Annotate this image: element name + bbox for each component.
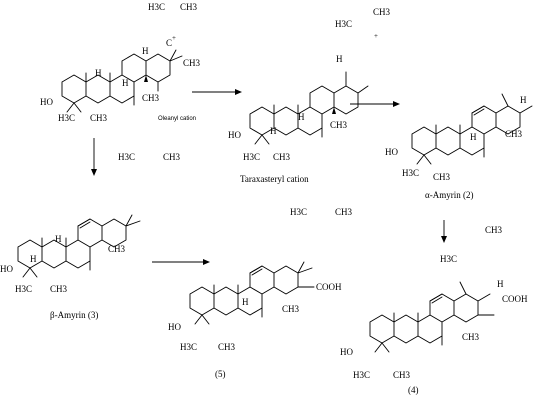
ch3-label: CH3 [218, 342, 236, 352]
ch3-label: CH3 [50, 284, 68, 294]
h-label: H [122, 78, 129, 88]
compound-5-structure [189, 261, 315, 325]
arrow-oleanyl-to-beta-amyrin [91, 138, 97, 176]
ch3-label: CH3 [505, 129, 523, 139]
h3c-label: H3C [15, 284, 32, 294]
ch3-label: CH3 [330, 120, 348, 130]
cooh-label: COOH [316, 282, 342, 292]
ch3-label: CH3 [142, 93, 160, 103]
ho-label: HO [40, 97, 53, 107]
h3c-label: H3C [243, 152, 260, 162]
ch3-label: CH3 [485, 225, 503, 235]
c-plus-label: C [166, 38, 172, 48]
arrow-alpha-amyrin-to-compound-4 [441, 220, 447, 243]
cooh-label: COOH [502, 294, 528, 304]
ch3-label: CH3 [183, 58, 201, 68]
h3c-label: H3C [290, 207, 307, 217]
ch3-label: CH3 [282, 304, 300, 314]
ho-label: HO [228, 130, 241, 140]
h-label: H [470, 132, 477, 142]
oleanyl-cation-structure [61, 49, 183, 113]
h-label: H [298, 112, 305, 122]
ch3-label: CH3 [90, 113, 108, 123]
ho-label: HO [0, 264, 13, 274]
h-label: H [270, 126, 277, 136]
ho-label: HO [385, 147, 398, 157]
h3c-label: H3C [118, 152, 135, 162]
h3c-label: H3C [180, 342, 197, 352]
compound-4-caption: (4) [408, 385, 419, 395]
h-label: H [242, 297, 249, 307]
plus-label: + [374, 32, 378, 40]
arrow-beta-amyrin-to-compound-5 [152, 259, 210, 265]
ch3-label: CH3 [335, 207, 353, 217]
arrow-oleanyl-to-taraxasteryl [192, 89, 242, 95]
h3c-label: H3C [335, 19, 352, 29]
h3c-label: H3C [58, 113, 75, 123]
beta-amyrin-caption: β-Amyrin (3) [50, 310, 98, 320]
ch3-label: CH3 [462, 332, 480, 342]
h-label: H [142, 46, 149, 56]
ho-label: HO [340, 347, 353, 357]
ch3-label: CH3 [163, 152, 181, 162]
taraxasteryl-caption: Taraxasteryl cation [240, 174, 309, 184]
compound-5-caption: (5) [215, 369, 226, 379]
h-label: H [30, 254, 37, 264]
h-label: H [497, 279, 504, 289]
ch3-label: CH3 [273, 152, 291, 162]
h3c-label: H3C [353, 370, 370, 380]
h-label: H [336, 54, 343, 64]
ho-label: HO [168, 322, 181, 332]
alpha-amyrin-caption: α-Amyrin (2) [425, 190, 473, 200]
h-label: H [55, 234, 62, 244]
ch3-label: CH3 [108, 244, 126, 254]
h3c-label: H3C [440, 254, 457, 264]
plus-label: + [172, 34, 176, 42]
h3c-label: H3C [402, 168, 419, 178]
h-label: H [95, 68, 102, 78]
oleanyl-caption: Oleanyl cation [158, 116, 196, 122]
arrow-taraxasteryl-to-alpha-amyrin [350, 101, 400, 107]
beta-amyrin-structure [17, 214, 141, 278]
ch3-label: CH3 [180, 2, 198, 12]
h3c-label: H3C [148, 2, 165, 12]
taraxasteryl-cation-structure [249, 71, 369, 145]
h-label: H [520, 95, 527, 105]
ch3-label: CH3 [433, 172, 451, 182]
ch3-label: CH3 [373, 7, 391, 17]
ch3-label: CH3 [393, 370, 411, 380]
compound-4-structure [369, 281, 495, 353]
alpha-amyrin-structure [411, 93, 533, 165]
